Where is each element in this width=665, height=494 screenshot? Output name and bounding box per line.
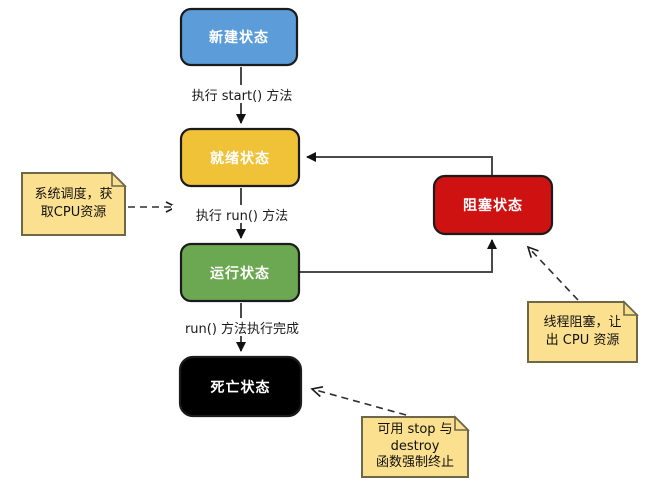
note-fold-icon xyxy=(111,171,127,187)
note-terminate-text: 可用 stop 与 destroy 函数强制终止 xyxy=(364,419,466,475)
note-block-text: 线程阻塞，让 出 CPU 资源 xyxy=(530,304,635,360)
note-line: 可用 stop 与 xyxy=(377,421,453,437)
note-line: 出 CPU 资源 xyxy=(545,333,620,348)
connector-note-block xyxy=(526,245,579,301)
note-fold-icon xyxy=(623,300,639,316)
note-line: 线程阻塞，让 xyxy=(543,315,622,331)
transition-label-run: 执行 run() 方法 xyxy=(172,205,312,224)
note-schedule-text: 系统调度，获 取CPU资源 xyxy=(24,175,123,233)
transition-label-complete: run() 方法执行完成 xyxy=(167,318,317,337)
note-block-shape xyxy=(527,301,638,363)
note-line: 函数强制终止 xyxy=(375,455,454,471)
state-box-ready xyxy=(179,127,301,188)
note-terminate-shape xyxy=(361,416,469,478)
note-line: destroy xyxy=(390,438,440,454)
state-box-running xyxy=(179,242,301,303)
note-line: 系统调度，获 xyxy=(34,187,113,203)
state-box-blocked xyxy=(432,174,554,236)
transition-label-start: 执行 start() 方法 xyxy=(167,85,317,104)
connector-blocked-to-ready xyxy=(306,152,493,176)
note-fold-icon xyxy=(454,415,470,431)
connector-running-to-blocked xyxy=(300,239,497,273)
state-box-dead xyxy=(178,355,303,418)
note-line: 取CPU资源 xyxy=(40,205,107,220)
note-schedule-shape xyxy=(21,172,126,236)
connector-note-terminate xyxy=(310,386,407,416)
state-box-new xyxy=(179,7,299,67)
